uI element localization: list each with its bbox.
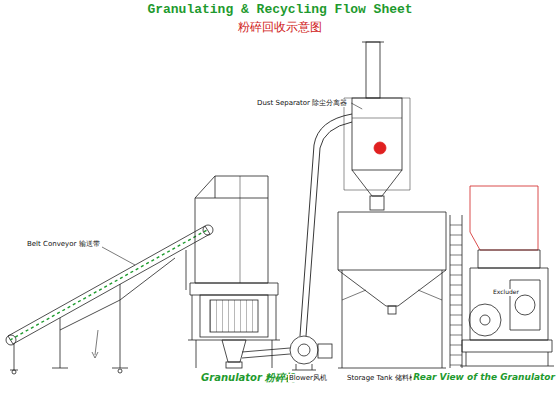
leader-line xyxy=(351,103,362,109)
part-label: Granulator 粉碎机 xyxy=(200,372,296,384)
rear-view-granulator xyxy=(460,186,554,366)
dust-separator xyxy=(344,42,410,210)
subtitle: 粉碎回收示意图 xyxy=(237,21,323,35)
title: Granulating & Recycling Flow Sheet xyxy=(146,3,413,18)
part-label: Blower风机 xyxy=(288,374,328,382)
belt-conveyor xyxy=(6,225,213,374)
blower xyxy=(242,114,352,370)
view-label: Rear View of the Granulator xyxy=(412,372,556,382)
part-label: Storage Tank 储料桶 xyxy=(346,374,417,382)
part-label: Dust Separator 除尘分离器 xyxy=(256,99,348,107)
part-label: Excluder xyxy=(492,289,520,296)
storage-tank xyxy=(338,212,462,368)
granulator xyxy=(188,176,280,368)
part-label: Belt Conveyor 输送带 xyxy=(26,240,101,248)
